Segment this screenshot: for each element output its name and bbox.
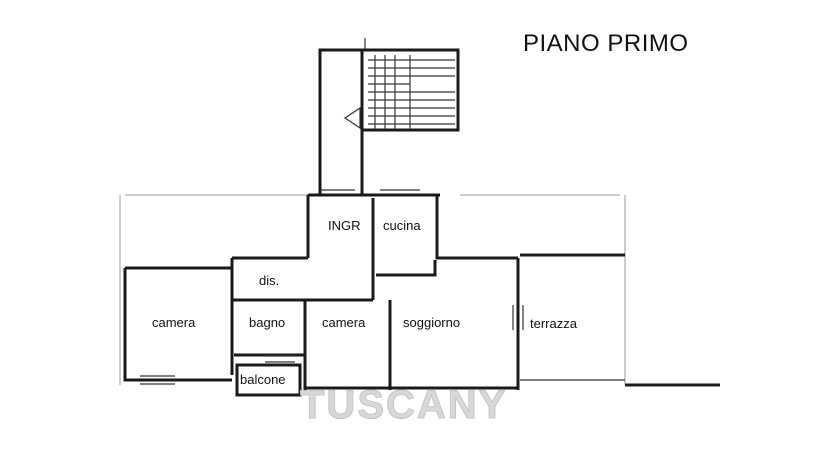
room-label-terrazza: terrazza — [530, 316, 578, 331]
site-lines — [119, 194, 626, 385]
room-label-cucina: cucina — [383, 218, 421, 233]
room-label-soggiorno: soggiorno — [403, 315, 460, 330]
windows — [140, 189, 524, 385]
room-label-bagno: bagno — [249, 315, 285, 330]
room-label-camera-left: camera — [152, 315, 196, 330]
room-label-disimpegno: dis. — [259, 273, 279, 288]
room-label-ingresso: INGR — [328, 218, 361, 233]
room-label-balcone: balcone — [240, 372, 286, 387]
plan-title: PIANO PRIMO — [523, 30, 689, 57]
room-label-camera-center: camera — [322, 315, 366, 330]
watermark-logo: TUSCANY — [300, 383, 507, 427]
walls — [123, 193, 720, 397]
stair-treads — [343, 55, 455, 130]
